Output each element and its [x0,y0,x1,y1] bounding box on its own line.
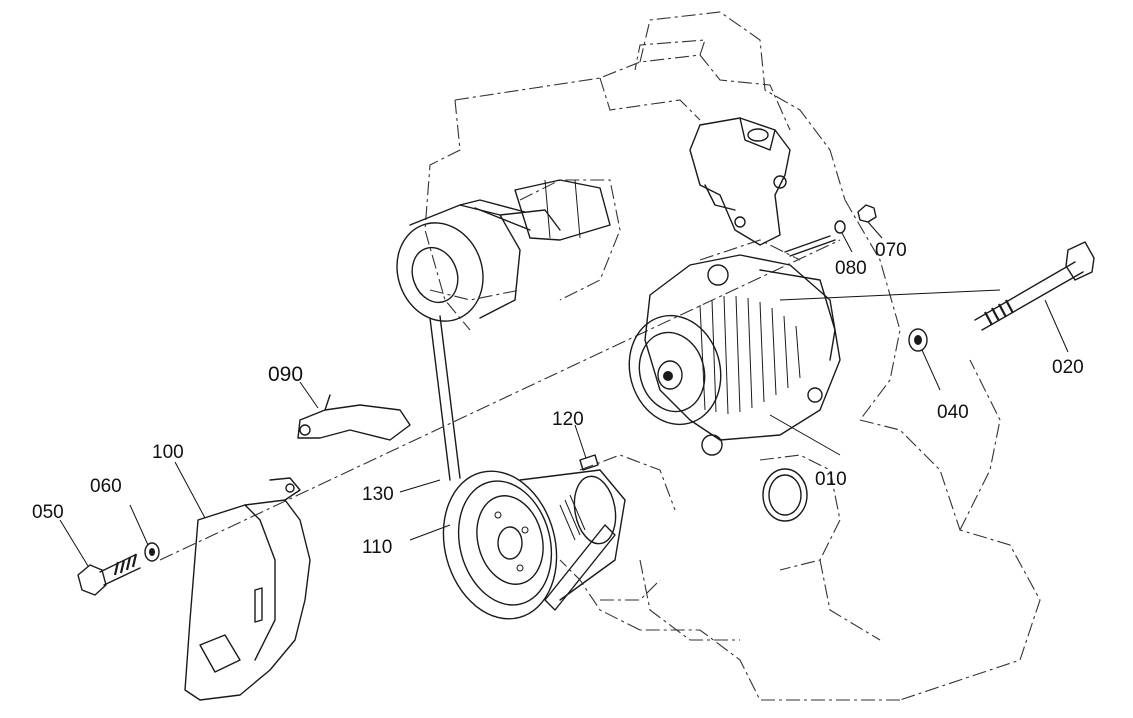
label-020: 020 [1052,357,1084,378]
part-labels: 010 020 040 050 060 070 080 090 100 110 … [32,240,1084,558]
upper-bracket [689,117,791,246]
label-050: 050 [32,502,64,523]
key-part [579,454,599,471]
label-110: 110 [362,537,392,558]
washer-060 [144,542,160,562]
washer-040 [908,328,928,352]
seal-plug [762,468,808,522]
label-070: 070 [875,240,907,261]
nut-070 [857,204,877,223]
label-130: 130 [362,484,394,505]
label-060: 060 [90,476,122,497]
bolt-020 [974,241,1095,331]
adjusting-bracket [297,394,411,441]
label-120: 120 [552,409,584,430]
alternator [628,235,841,456]
v-belt [429,207,531,481]
label-080: 080 [835,258,867,279]
bolt-050 [77,553,141,596]
label-040: 040 [937,402,969,423]
label-100: 100 [152,442,184,463]
label-010: 010 [815,469,847,490]
belt-cover [184,477,311,701]
crank-pulley [442,469,626,620]
axis-line [159,239,841,561]
leader-lines [59,221,1069,567]
washer-080 [834,220,846,234]
water-pump-pulley [396,179,611,322]
label-090: 090 [268,363,303,386]
engine-block-outline [424,11,1041,701]
